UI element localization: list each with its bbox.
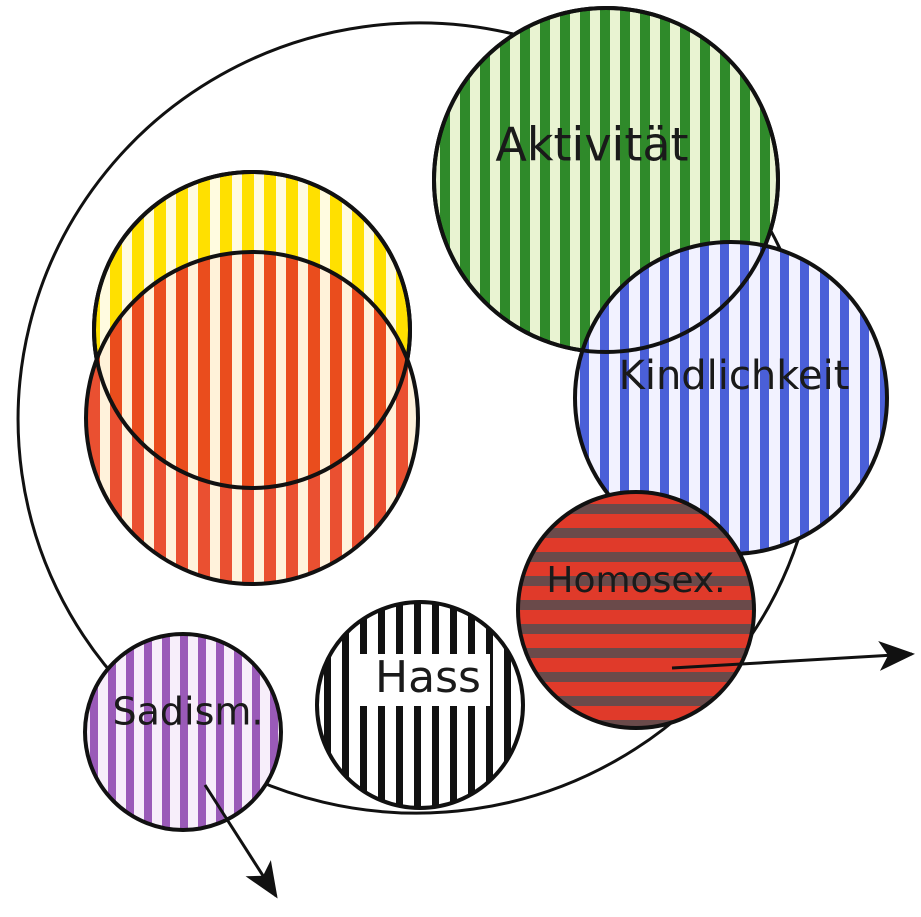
sadism-circle xyxy=(83,632,283,832)
kindlichkeit-label: Kindlichkeit xyxy=(619,353,850,399)
yellow-circle-outline xyxy=(92,170,412,490)
hass-label-bg xyxy=(358,654,490,706)
homosex-circle xyxy=(516,490,756,730)
homosex-arrow xyxy=(671,640,915,671)
homosex-label: Homosex. xyxy=(546,560,725,601)
aktivitaet-circle-outline xyxy=(432,6,780,354)
sadism-arrow xyxy=(203,784,278,899)
aktivitaet-label: Aktivität xyxy=(495,118,688,172)
sadism-label: Sadism. xyxy=(113,690,264,734)
red-circle xyxy=(84,250,420,586)
hass-label: Hass xyxy=(375,652,481,703)
